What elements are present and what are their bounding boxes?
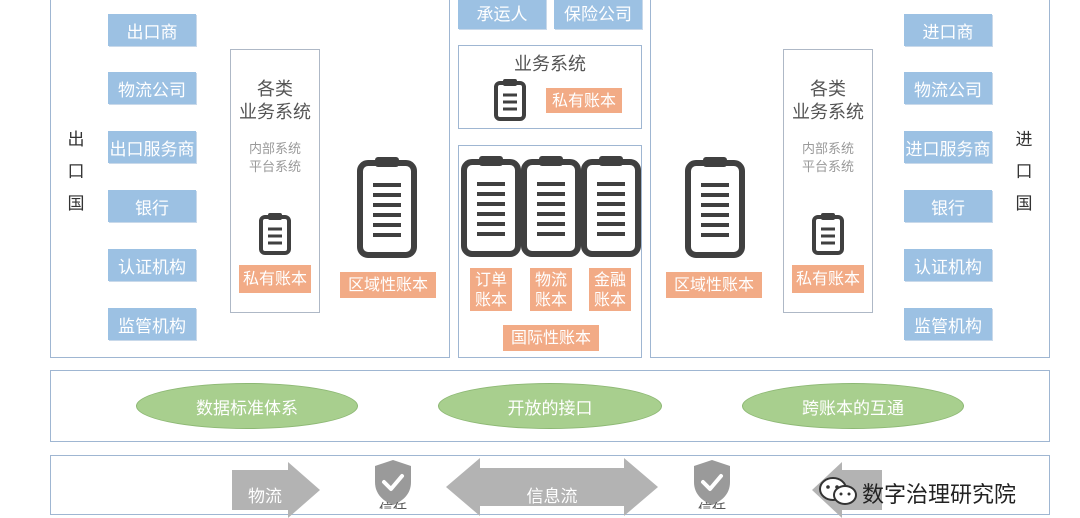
participant-carrier: 承运人 — [458, 0, 546, 29]
info-flow-label: 信息流 — [526, 487, 578, 507]
shield-check-icon — [694, 460, 730, 505]
shield-check-icon — [375, 460, 411, 505]
participant-importer: 进口商 — [904, 14, 992, 46]
export-business-sub: 内部系统 平台系统 — [248, 142, 301, 175]
participant-bank: 银行 — [108, 190, 196, 222]
order-ledger: 订单 账本 — [470, 268, 512, 311]
import-business-sub: 内部系统 平台系统 — [801, 142, 854, 175]
data-standards-ellipse: 数据标准体系 — [136, 383, 358, 429]
trust-label: 信任 — [685, 499, 739, 509]
trust-label: 信任 — [366, 499, 420, 509]
international-ledger: 国际性账本 — [503, 325, 599, 351]
ledger-icon — [521, 156, 581, 257]
participant-exporter: 出口商 — [108, 14, 196, 46]
participant-logistics-company: 物流公司 — [108, 72, 196, 104]
clipboard-icon — [812, 213, 844, 255]
export-regional-ledger: 区域性账本 — [340, 272, 436, 298]
participant-import-service: 进口服务商 — [904, 131, 992, 163]
middle-private-ledger: 私有账本 — [546, 88, 622, 113]
wechat-icon — [819, 477, 857, 505]
ledger-icon — [685, 157, 745, 258]
clipboard-icon — [494, 79, 526, 121]
import-business-title: 各类 业务系统 — [792, 79, 864, 123]
ledger-icon — [581, 156, 641, 257]
cross-ledger-ellipse: 跨账本的互通 — [742, 383, 964, 429]
open-interface-ellipse: 开放的接口 — [438, 383, 662, 429]
import-regional-ledger: 区域性账本 — [666, 272, 762, 298]
participant-bank: 银行 — [904, 190, 992, 222]
double-arrow-icon — [446, 458, 658, 516]
participant-insurance: 保险公司 — [554, 0, 642, 29]
right-arrow-icon — [232, 462, 320, 518]
participant-certification: 认证机构 — [904, 249, 992, 281]
finance-ledger: 金融 账本 — [589, 268, 631, 311]
participant-regulator: 监管机构 — [904, 308, 992, 340]
export-country-label: 出口国 — [67, 130, 85, 214]
logistics-flow-label: 物流 — [248, 487, 282, 507]
middle-business-title: 业务系统 — [514, 54, 586, 75]
participant-export-service: 出口服务商 — [108, 131, 196, 163]
participant-logistics-company: 物流公司 — [904, 72, 992, 104]
middle-business-panel — [458, 45, 642, 129]
ledger-icon — [461, 156, 521, 257]
export-business-title: 各类 业务系统 — [239, 79, 311, 123]
import-private-ledger: 私有账本 — [792, 265, 864, 293]
clipboard-icon — [259, 213, 291, 255]
ledger-icon — [357, 157, 417, 258]
export-private-ledger: 私有账本 — [239, 265, 311, 293]
watermark-text: 数字治理研究院 — [862, 483, 1017, 508]
import-country-label: 进口国 — [1015, 130, 1033, 214]
logistics-ledger: 物流 账本 — [530, 268, 572, 311]
participant-certification: 认证机构 — [108, 249, 196, 281]
participant-regulator: 监管机构 — [108, 308, 196, 340]
